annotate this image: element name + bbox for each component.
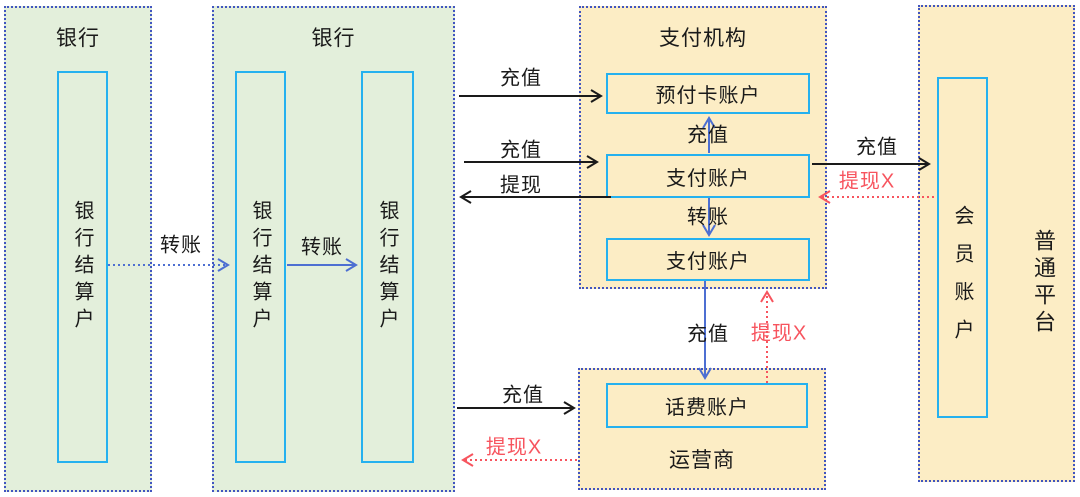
operator-container: 运营商 话费账户 [578, 368, 826, 490]
bank2-settlement-account-left-label: 银行结算户 [249, 199, 271, 335]
payment-account-top-box: 支付账户 [606, 154, 810, 198]
payment-account-top-label: 支付账户 [666, 167, 750, 190]
payment-account-bottom-box: 支付账户 [606, 238, 810, 281]
bank1-container: 银行 银行结算户 [4, 6, 152, 492]
operator-title: 运营商 [669, 449, 735, 472]
payment-org-title: 支付机构 [659, 27, 747, 50]
label-transfer-bank1-to-bank2: 转账 [160, 234, 202, 257]
prepaid-card-account-box: 预付卡账户 [606, 73, 810, 114]
label-recharge-payment-to-prepaid: 充值 [687, 124, 729, 147]
label-recharge-payment-to-phone: 充值 [687, 323, 729, 346]
bank2-container: 银行 银行结算户 银行结算户 [212, 6, 455, 492]
bank2-title: 银行 [311, 27, 356, 50]
label-recharge-bank-to-prepaid: 充值 [500, 67, 542, 90]
bank2-settlement-account-right-box: 银行结算户 [361, 71, 414, 463]
payment-account-bottom-label: 支付账户 [666, 251, 750, 273]
bank2-settlement-account-left-box: 银行结算户 [235, 71, 286, 463]
label-transfer-bank2-internal: 转账 [301, 236, 343, 259]
bank1-title: 银行 [56, 27, 100, 50]
label-recharge-payment-to-member: 充值 [856, 136, 898, 159]
label-withdraw-member-blocked: 提现X [838, 170, 896, 193]
label-withdraw-phone-blocked: 提现X [750, 322, 808, 345]
bank1-settlement-account-box: 银行结算户 [57, 71, 108, 463]
member-account-label: 会员账户 [951, 204, 973, 357]
label-recharge-bank-to-operator: 充值 [502, 384, 544, 407]
platform-title: 普通平台 [1031, 229, 1056, 337]
bank2-settlement-account-right-label: 银行结算户 [376, 199, 398, 335]
label-recharge-bank-to-payment: 充值 [500, 139, 542, 162]
phone-fee-account-box: 话费账户 [606, 383, 808, 428]
platform-container: 普通平台 会员账户 [918, 5, 1075, 482]
payment-org-container: 支付机构 预付卡账户 支付账户 支付账户 [579, 6, 827, 289]
prepaid-card-account-label: 预付卡账户 [655, 85, 761, 107]
member-account-box: 会员账户 [937, 77, 988, 418]
bank1-settlement-account-label: 银行结算户 [71, 199, 93, 335]
label-withdraw-payment-to-bank: 提现 [500, 174, 542, 197]
label-transfer-payment-internal: 转账 [687, 206, 729, 229]
label-withdraw-operator-blocked: 提现X [485, 436, 543, 459]
phone-fee-account-label: 话费账户 [665, 397, 749, 419]
